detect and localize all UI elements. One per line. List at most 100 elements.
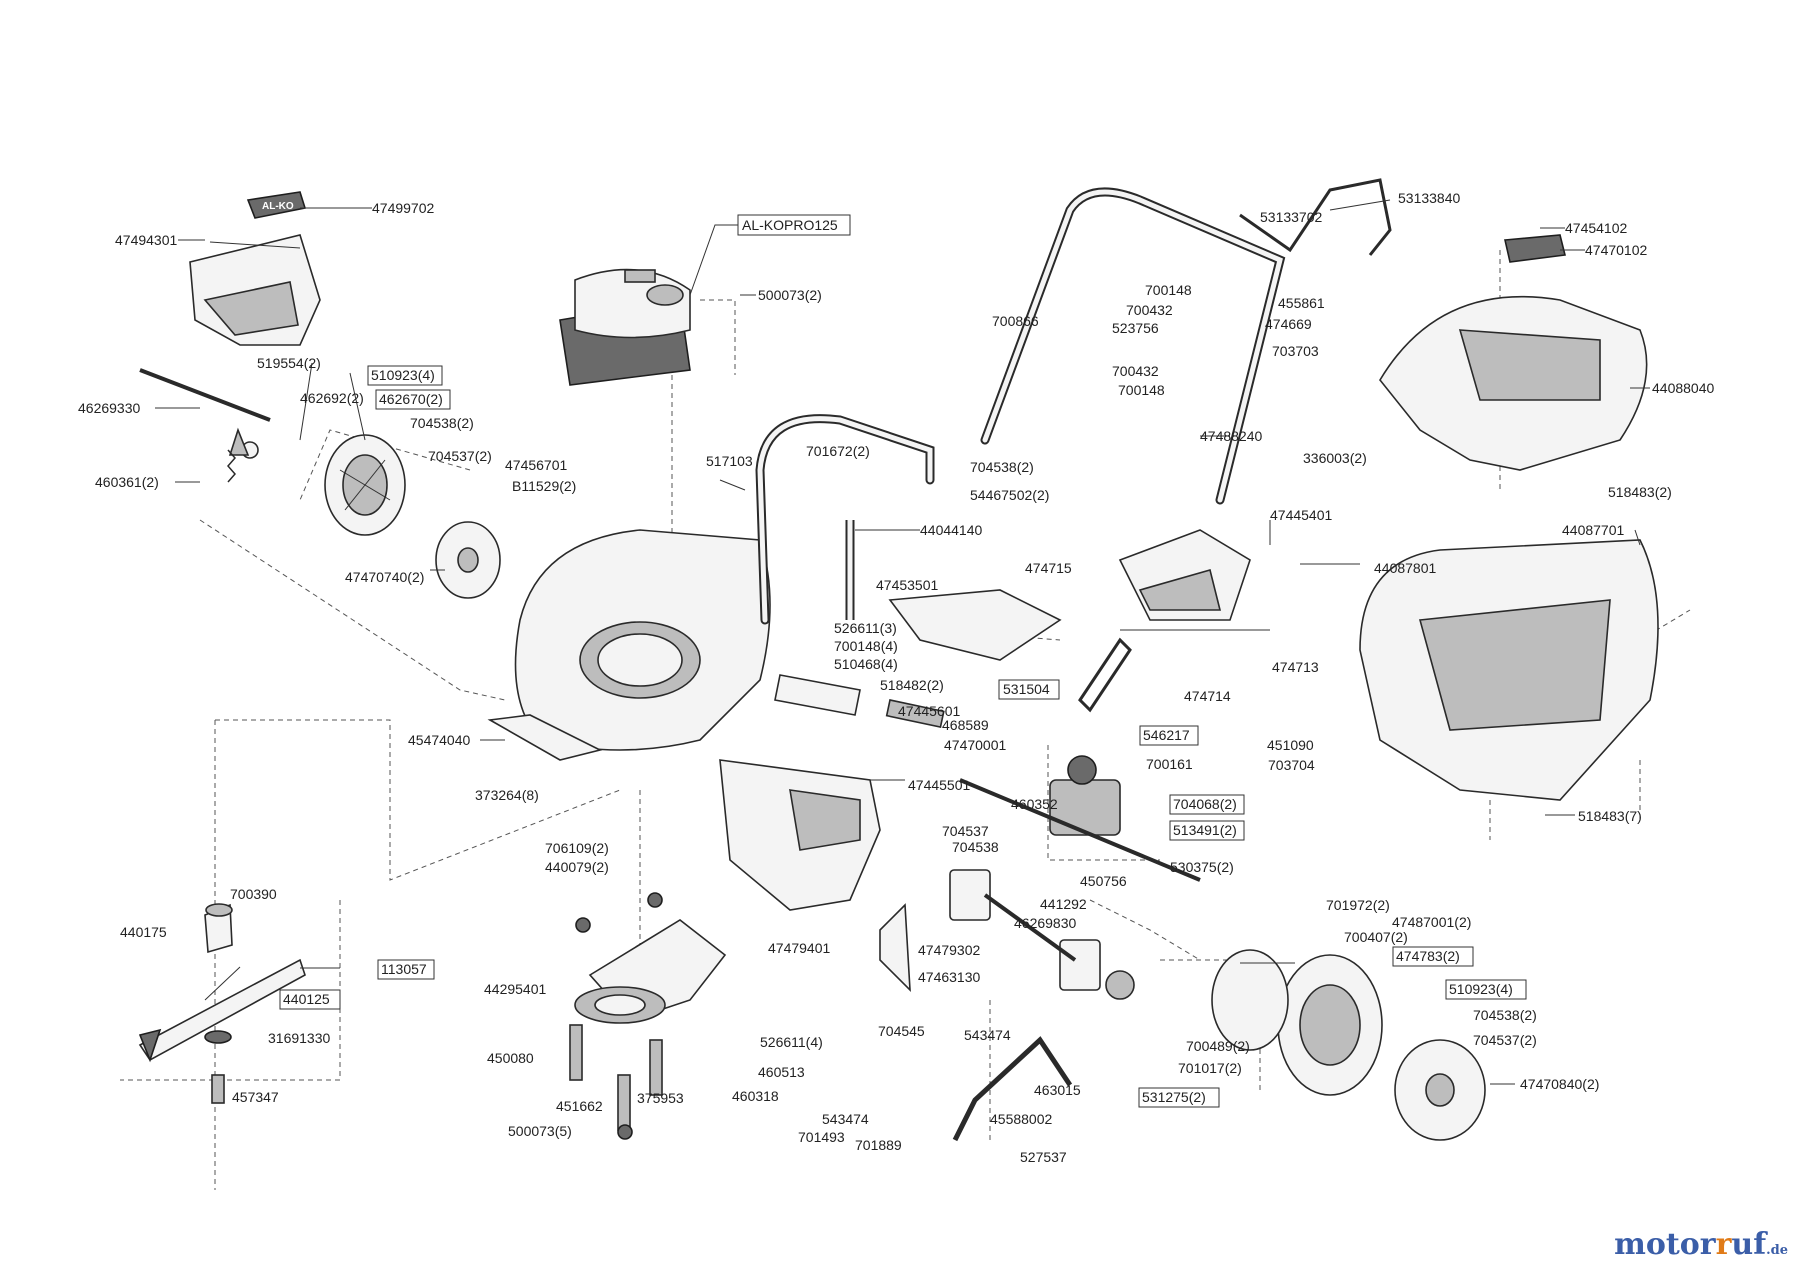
- part-label: 519554(2): [257, 355, 321, 371]
- part-label: 45474040: [408, 732, 471, 748]
- part-labels: 47499702 47494301 AL-KOPRO125 500073(2) …: [78, 190, 1715, 1165]
- part-label: 518483(2): [1608, 484, 1672, 500]
- part-label: 701972(2): [1326, 897, 1390, 913]
- part-label: 546217: [1143, 727, 1190, 743]
- part-label: 701889: [855, 1137, 902, 1153]
- part-label: 47454102: [1565, 220, 1628, 236]
- logo-text: AL-KO: [262, 201, 294, 212]
- part-label: 47479401: [768, 940, 831, 956]
- part-label: 47499702: [372, 200, 435, 216]
- part-label: 31691330: [268, 1030, 331, 1046]
- part-label: 701017(2): [1178, 1060, 1242, 1076]
- part-label: 703703: [1272, 343, 1319, 359]
- part-label: 700161: [1146, 756, 1193, 772]
- mulch-insert-part: [574, 919, 727, 1024]
- part-label: 510468(4): [834, 656, 898, 672]
- part-label: 460318: [732, 1088, 779, 1104]
- part-label: 543474: [964, 1027, 1011, 1043]
- part-label: 53133702: [1260, 209, 1323, 225]
- part-label: 474714: [1184, 688, 1231, 704]
- part-label: 700148: [1118, 382, 1165, 398]
- part-label: 47479302: [918, 942, 981, 958]
- part-label: 704538(2): [410, 415, 474, 431]
- part-label: 526611(3): [834, 620, 897, 636]
- catcher-frame-part: [1118, 529, 1251, 621]
- part-label: 47470740(2): [345, 569, 424, 585]
- logo-badge: AL-KO: [246, 191, 307, 219]
- part-label: 47456701: [505, 457, 568, 473]
- part-label: 47470840(2): [1520, 1076, 1599, 1092]
- front-axle-part: [949, 869, 1101, 991]
- part-label: 530375(2): [1170, 859, 1234, 875]
- part-label: 531504: [1003, 681, 1050, 697]
- part-label: 45588002: [990, 1111, 1053, 1127]
- part-label: 44044140: [920, 522, 983, 538]
- part-label: 704068(2): [1173, 796, 1237, 812]
- part-label: 468589: [942, 717, 989, 733]
- part-label: 441292: [1040, 896, 1087, 912]
- part-label: 523756: [1112, 320, 1159, 336]
- part-label: 457347: [232, 1089, 279, 1105]
- part-label: 700489(2): [1186, 1038, 1250, 1054]
- part-label: 700866: [992, 313, 1039, 329]
- part-label: 47445601: [898, 703, 961, 719]
- left-wheel-part: [324, 434, 406, 536]
- mower-deck-part: [487, 529, 771, 761]
- part-label: 47488240: [1200, 428, 1263, 444]
- part-label: B11529(2): [512, 478, 576, 494]
- part-label: 700148: [1145, 282, 1192, 298]
- part-label: 47453501: [876, 577, 939, 593]
- height-lever-part: [952, 1036, 1073, 1142]
- part-label: 500073(5): [508, 1123, 572, 1139]
- part-label: 518483(7): [1578, 808, 1642, 824]
- part-label: 700390: [230, 886, 277, 902]
- part-label: 451662: [556, 1098, 603, 1114]
- part-label: 440125: [283, 991, 330, 1007]
- part-label: 701493: [798, 1129, 845, 1145]
- part-label: 704538(2): [1473, 1007, 1537, 1023]
- part-label: 113057: [381, 961, 427, 977]
- part-label: 463015: [1034, 1082, 1081, 1098]
- catcher-top-part: [1379, 234, 1648, 471]
- part-label: 462692(2): [300, 390, 364, 406]
- part-label: 460361(2): [95, 474, 159, 490]
- part-label: 46269330: [78, 400, 141, 416]
- part-label: 474783(2): [1396, 948, 1460, 964]
- mulch-chute-part: [888, 589, 1062, 661]
- gearbox-part: [959, 755, 1201, 882]
- gear-part: [1105, 970, 1135, 1000]
- spring-part: [227, 449, 236, 483]
- blade-bolt-part: [211, 1074, 225, 1104]
- blade-washer-part: [204, 1030, 232, 1044]
- part-label: 450080: [487, 1050, 534, 1066]
- springs-part: [569, 892, 663, 1140]
- rear-flap-part: [719, 759, 881, 911]
- part-label: 474713: [1272, 659, 1319, 675]
- engine-part: [559, 268, 691, 386]
- part-label: 47494301: [115, 232, 178, 248]
- part-label: 44087701: [1562, 522, 1625, 538]
- part-label: 53133840: [1398, 190, 1461, 206]
- part-label: 700432: [1112, 363, 1159, 379]
- part-label: 46269830: [1014, 915, 1077, 931]
- part-label: 513491(2): [1173, 822, 1237, 838]
- part-label: 47463130: [918, 969, 981, 985]
- part-label: 47487001(2): [1392, 914, 1471, 930]
- part-label: 47445401: [1270, 507, 1333, 523]
- part-label: 704537(2): [428, 448, 492, 464]
- part-label: 704537: [942, 823, 989, 839]
- part-label: 455861: [1278, 295, 1325, 311]
- blade-adapter-part: [204, 903, 233, 954]
- rear-plate-part: [774, 674, 945, 729]
- part-label: 373264(8): [475, 787, 539, 803]
- lower-handle-part: [755, 414, 935, 625]
- front-hubcap-part: [1394, 1039, 1486, 1141]
- part-label: 703704: [1268, 757, 1315, 773]
- part-label: 704545: [878, 1023, 925, 1039]
- part-label: 701672(2): [806, 443, 870, 459]
- part-label: 44295401: [484, 981, 547, 997]
- part-label: 518482(2): [880, 677, 944, 693]
- part-label: 700432: [1126, 302, 1173, 318]
- part-label: 460352: [1011, 796, 1058, 812]
- catcher-bottom-part: [1359, 539, 1659, 801]
